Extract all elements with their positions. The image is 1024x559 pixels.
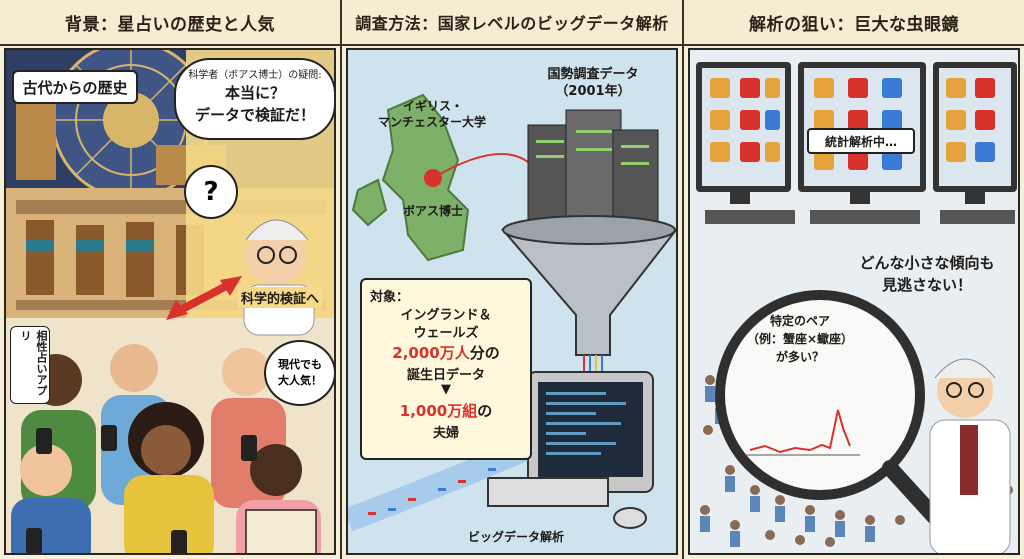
- panel-background: 背景：星占いの歴史と人気: [0, 0, 340, 559]
- ancient-label-box: 古代からの歴史: [12, 70, 138, 104]
- popular-line-1: 現代でも: [278, 358, 322, 371]
- panel-frame: 統計解析中… どんな小さな傾向も 見逃さない！ 特定のペア （例：蟹座×蠍座） …: [688, 48, 1020, 555]
- university-label: イギリス・ マンチェスター大学: [378, 98, 528, 130]
- target-line-1: 対象：: [370, 290, 410, 305]
- lens-line-3: が多い？: [775, 350, 824, 364]
- doubt-line-2: データで検証だ！: [194, 106, 315, 124]
- target-line-6: 1,000万組の: [362, 400, 530, 421]
- panel-title: 調査方法：国家レベルのビッグデータ解析: [342, 0, 682, 46]
- bigdata-label: ビッグデータ解析: [468, 530, 565, 544]
- panel-method: 調査方法：国家レベルのビッグデータ解析: [342, 0, 682, 559]
- question-mark: ?: [203, 177, 219, 207]
- census-label: 国勢調査データ （2001年）: [518, 66, 668, 100]
- target-count-couples: 1,000万組: [399, 402, 478, 420]
- target-line-7: 夫婦: [432, 426, 459, 441]
- analysis-illustration: [696, 62, 1017, 553]
- university-line-1: イギリス・: [403, 99, 464, 113]
- popular-bubble: 現代でも 大人気！: [264, 340, 334, 406]
- doubt-line-1: 本当に？: [224, 84, 285, 102]
- question-bubble: ?: [184, 165, 238, 219]
- panel-frame: 国勢調査データ （2001年） イギリス・ マンチェスター大学 ボアス博士 対象…: [346, 48, 678, 555]
- boas-label: ボアス博士: [403, 204, 464, 218]
- panel-title: 背景：星占いの歴史と人気: [0, 0, 340, 46]
- census-line-2: （2001年）: [555, 84, 631, 99]
- verify-label: 科学的検証へ: [238, 287, 323, 308]
- target-line-5: 誕生日データ: [406, 368, 485, 383]
- target-info-box: 対象： イングランド＆ ウェールズ 2,000万人分の 誕生日データ ▼ 1,0…: [360, 278, 532, 460]
- panel-analysis: 解析の狙い：巨大な虫眼鏡: [684, 0, 1024, 559]
- lens-line-2: （例：蟹座×蠍座）: [746, 332, 854, 346]
- app-label: 相性占いアプリ: [10, 326, 50, 404]
- target-line-4: 2,000万人分の: [362, 342, 530, 363]
- university-line-2: マンチェスター大学: [378, 115, 487, 129]
- popular-line-2: 大人気！: [278, 374, 322, 387]
- census-line-1: 国勢調査データ: [547, 67, 639, 82]
- lens-caption: 特定のペア （例：蟹座×蠍座） が多い？: [730, 312, 870, 366]
- ancient-label: 古代からの歴史: [22, 79, 128, 97]
- doubt-bubble: 科学者（ボアス博士）の疑問: 本当に？ データで検証だ！: [174, 58, 334, 140]
- doubt-small-text: 科学者（ボアス博士）の疑問:: [188, 70, 322, 81]
- target-line-2: イングランド＆: [400, 308, 492, 323]
- lens-line-1: 特定のペア: [769, 314, 830, 328]
- tendency-caption: どんな小さな傾向も 見逃さない！: [838, 252, 1016, 296]
- panel-divider: [682, 0, 684, 559]
- tendency-line-1: どんな小さな傾向も: [859, 254, 995, 272]
- target-line-3: ウェールズ: [413, 326, 479, 341]
- target-count-suffix: 分の: [469, 344, 500, 362]
- tendency-line-2: 見逃さない！: [881, 276, 972, 294]
- target-couples-suffix: の: [477, 402, 493, 420]
- method-illustration: [348, 93, 676, 532]
- verify-arrow: [166, 276, 242, 320]
- panel-divider: [340, 0, 342, 559]
- panel-frame: 古代からの歴史 科学者（ボアス博士）の疑問: 本当に？ データで検証だ！ ? 科…: [4, 48, 336, 555]
- stats-label: 統計解析中…: [824, 135, 897, 149]
- stats-label-box: 統計解析中…: [807, 128, 915, 154]
- target-arrow: ▼: [441, 382, 451, 397]
- target-count-people: 2,000万人: [392, 344, 470, 362]
- panel-title: 解析の狙い：巨大な虫眼鏡: [684, 0, 1024, 46]
